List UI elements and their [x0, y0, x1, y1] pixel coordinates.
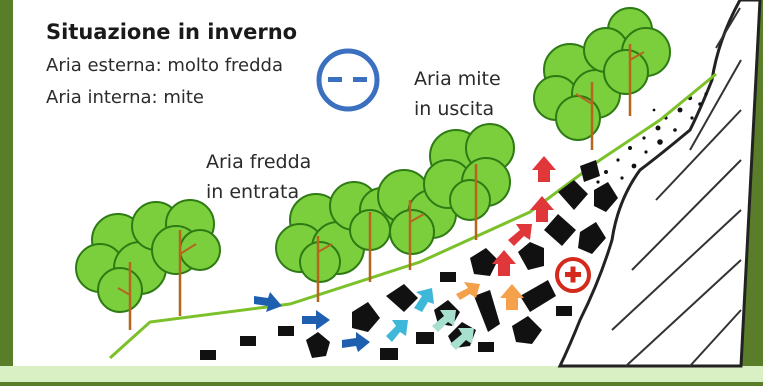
- rock-icon: [440, 272, 456, 282]
- rock-icon: [518, 242, 544, 270]
- arrow-icon: [500, 284, 524, 310]
- rock-icon: [558, 180, 588, 210]
- arrow-icon: [456, 282, 480, 300]
- rock-icon: [278, 326, 294, 336]
- mild-air-out-line2: in uscita: [414, 98, 495, 120]
- rock-icon: [556, 306, 572, 316]
- mild-air-out-label: Aria mite in uscita: [414, 64, 534, 124]
- arrow-icon: [302, 310, 330, 330]
- diagram-title: Situazione in inverno: [46, 20, 298, 44]
- inside-air-label: Aria interna: mite: [46, 87, 204, 108]
- airflow-arrows: [254, 156, 556, 352]
- tree-icon: [75, 213, 167, 330]
- rock-icon: [352, 302, 380, 332]
- arrow-icon: [530, 196, 554, 222]
- arrow-icon: [532, 156, 556, 182]
- bottom-band: [0, 366, 763, 382]
- arrow-icon: [254, 292, 282, 312]
- rock-icon: [380, 348, 398, 360]
- rock-icon: [512, 316, 542, 344]
- tree-icon: [423, 123, 515, 240]
- rock-icon: [594, 182, 618, 212]
- rock-icon: [474, 290, 500, 332]
- trees: [75, 7, 671, 330]
- tree-icon: [583, 7, 671, 116]
- cold-air-in-line2: in entrata: [206, 181, 300, 203]
- rock-icon: [416, 332, 434, 344]
- rocks: [200, 160, 618, 360]
- arrow-icon: [386, 320, 408, 342]
- arrow-icon: [342, 332, 370, 352]
- plus-circle-icon: [555, 257, 591, 293]
- tree-icon: [131, 199, 221, 316]
- rock-icon: [544, 214, 576, 246]
- rock-icon: [478, 342, 494, 352]
- rock-icon: [306, 332, 330, 358]
- rock-icon: [578, 222, 606, 254]
- cold-air-in-line1: Aria fredda: [206, 151, 312, 173]
- rock-icon: [200, 350, 216, 360]
- mild-air-out-line1: Aria mite: [414, 68, 501, 90]
- arrow-icon: [492, 250, 516, 276]
- rock-icon: [386, 284, 418, 312]
- outside-air-label: Aria esterna: molto fredda: [46, 55, 283, 76]
- rock-icon: [520, 280, 556, 312]
- arrow-icon: [432, 310, 456, 332]
- rock-icon: [240, 336, 256, 346]
- rock-icon: [470, 248, 498, 276]
- rock-icon: [580, 160, 600, 182]
- minus-circle-icon: [316, 48, 380, 112]
- cold-air-in-label: Aria fredda in entrata: [206, 147, 336, 207]
- arrow-icon: [508, 224, 532, 246]
- arrow-icon: [414, 288, 434, 312]
- arrow-icon: [450, 328, 474, 350]
- rock-face: [557, 0, 762, 368]
